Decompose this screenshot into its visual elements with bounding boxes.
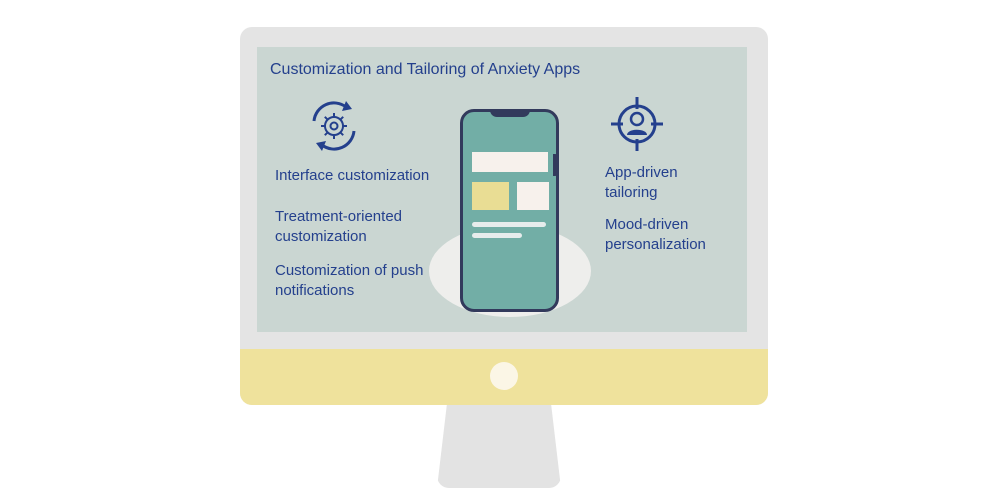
phone-illustration (460, 109, 559, 312)
left-item-treatment: Treatment-oriented customization (275, 208, 403, 245)
phone-card-top (472, 152, 548, 172)
phone-text-line-1 (472, 222, 546, 227)
phone-card-yellow (472, 182, 509, 210)
right-item-mood-driven: Mood-driven personalization (605, 216, 706, 253)
power-button (490, 362, 518, 390)
person-target-icon (611, 97, 663, 151)
phone-notch (490, 109, 530, 117)
left-item-push: Customization of push notifications (275, 262, 424, 299)
monitor-frame: Customization and Tailoring of Anxiety A… (240, 27, 768, 405)
phone-card-light (517, 182, 549, 210)
left-item-interface: Interface customization (275, 167, 430, 184)
diagram-title: Customization and Tailoring of Anxiety A… (270, 61, 581, 78)
right-item-app-driven: App-driven tailoring (605, 164, 678, 201)
monitor-screen: Customization and Tailoring of Anxiety A… (257, 47, 747, 332)
phone-side-button (553, 154, 557, 176)
phone-text-line-2 (472, 233, 522, 238)
monitor-stand (437, 404, 561, 488)
gear-cycle-icon (312, 101, 356, 151)
